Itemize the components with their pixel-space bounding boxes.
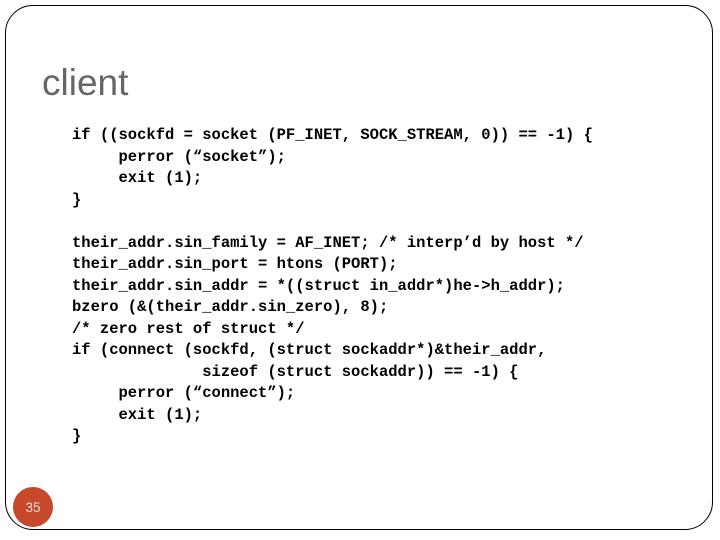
code-line: if ((sockfd = socket (PF_INET, SOCK_STRE… [72,126,593,144]
code-line: } [72,427,82,445]
page-number: 35 [25,499,41,515]
code-line: sizeof (struct sockaddr)) == -1) { [72,362,519,381]
code-line: exit (1); [72,169,203,187]
code-line: perror (“connect”); [72,384,296,402]
code-line: their_addr.sin_addr = *((struct in_addr*… [72,276,565,295]
slide-title: client [42,62,129,103]
code-line: if (connect (sockfd, (struct sockaddr*)&… [72,341,547,359]
code-line: exit (1); [72,405,203,424]
code-line: their_addr.sin_port = htons (PORT); [72,255,398,273]
slide-frame [5,5,713,530]
code-line: } [72,190,82,209]
code-line: their_addr.sin_family = AF_INET; /* inte… [72,233,584,252]
code-line: bzero (&(their_addr.sin_zero), 8); [72,298,389,316]
code-line [72,211,593,233]
code-line: perror (“socket”); [72,147,286,166]
page-number-badge: 35 [13,487,53,527]
code-line: /* zero rest of struct */ [72,319,305,338]
code-block: if ((sockfd = socket (PF_INET, SOCK_STRE… [72,125,593,448]
